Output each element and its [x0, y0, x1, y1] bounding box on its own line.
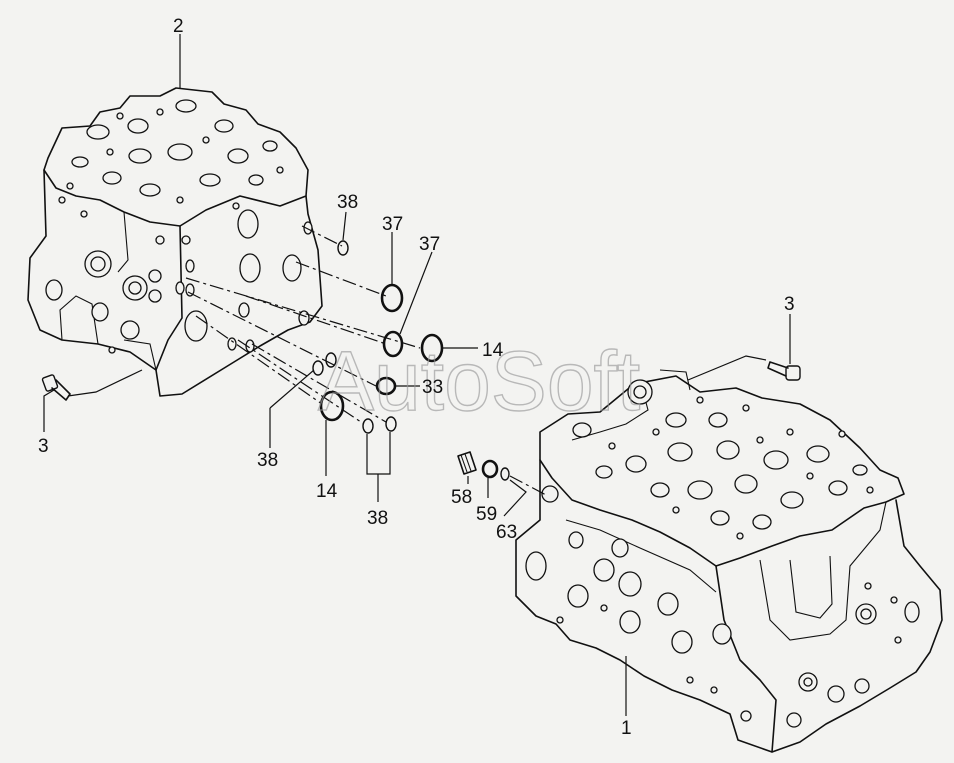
bolt-right [687, 355, 801, 381]
callout-33: 33 [422, 377, 443, 398]
callout-bolt-right: 3 [784, 294, 795, 315]
plug-58 [457, 451, 477, 475]
lower-block-front-ports [525, 485, 920, 728]
callout-37-a: 37 [382, 214, 403, 235]
upper-block-front-ports [45, 196, 191, 354]
bolt-left [41, 369, 143, 401]
callout-bolt-left: 3 [38, 436, 49, 457]
callout-38-top: 38 [337, 192, 358, 213]
callout-37-b: 37 [419, 234, 440, 255]
callout-38-left: 38 [257, 450, 278, 471]
callout-14-bottom: 14 [316, 481, 338, 502]
lower-block-top-holes [572, 379, 874, 540]
upper-block-top-holes [66, 99, 284, 210]
callout-14-right: 14 [482, 340, 504, 361]
seal-59 [481, 459, 499, 479]
valve-block-upper [27, 87, 323, 397]
leader-lines [43, 34, 791, 716]
callout-63: 63 [496, 522, 517, 543]
callout-labels: 2 38 37 37 14 33 38 14 38 3 3 58 59 63 1 [38, 16, 795, 739]
callout-lower-block: 1 [621, 718, 632, 739]
upper-block-side-bores [175, 209, 313, 353]
watermark-text: AutoSoft [318, 334, 640, 428]
valve-block-lower [515, 369, 943, 753]
callout-59: 59 [476, 504, 497, 525]
oring-63 [500, 467, 510, 481]
callout-58: 58 [451, 487, 472, 508]
callout-38-bottom: 38 [367, 508, 388, 529]
callout-upper-block: 2 [173, 16, 184, 37]
